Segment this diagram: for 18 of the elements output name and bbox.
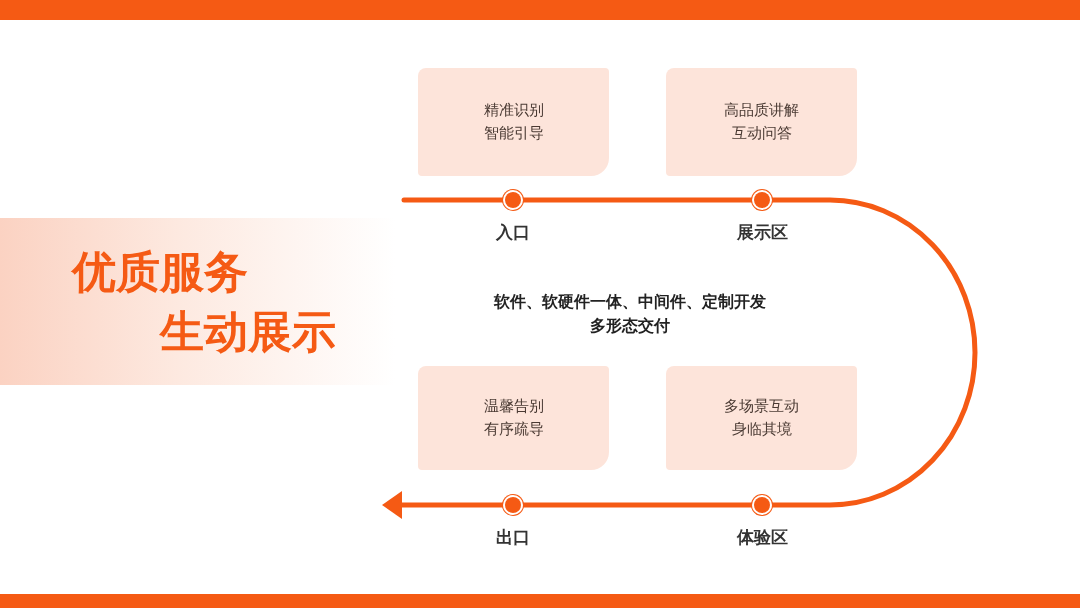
title-text: 优质服务生动展示 [72, 245, 337, 359]
feature-card [418, 68, 609, 176]
card-text: 温馨告别有序疏导 [482, 396, 545, 440]
station-dot [505, 192, 521, 208]
station-label: 展示区 [735, 221, 789, 244]
station-label: 体验区 [735, 526, 789, 549]
station-dot [754, 192, 770, 208]
station-label: 出口 [495, 526, 531, 549]
feature-card [666, 68, 857, 176]
feature-card [666, 366, 857, 470]
card-text: 精准识别智能引导 [482, 100, 545, 144]
card-text: 多场景互动身临其境 [723, 396, 800, 440]
card-text: 高品质讲解互动问答 [723, 100, 800, 144]
delivery-note: 软件、软硬件一体、中间件、定制开发多形态交付 [493, 291, 767, 337]
station-dot [505, 497, 521, 513]
station-label: 入口 [495, 221, 531, 244]
feature-card [418, 366, 609, 470]
station-dot [754, 497, 770, 513]
